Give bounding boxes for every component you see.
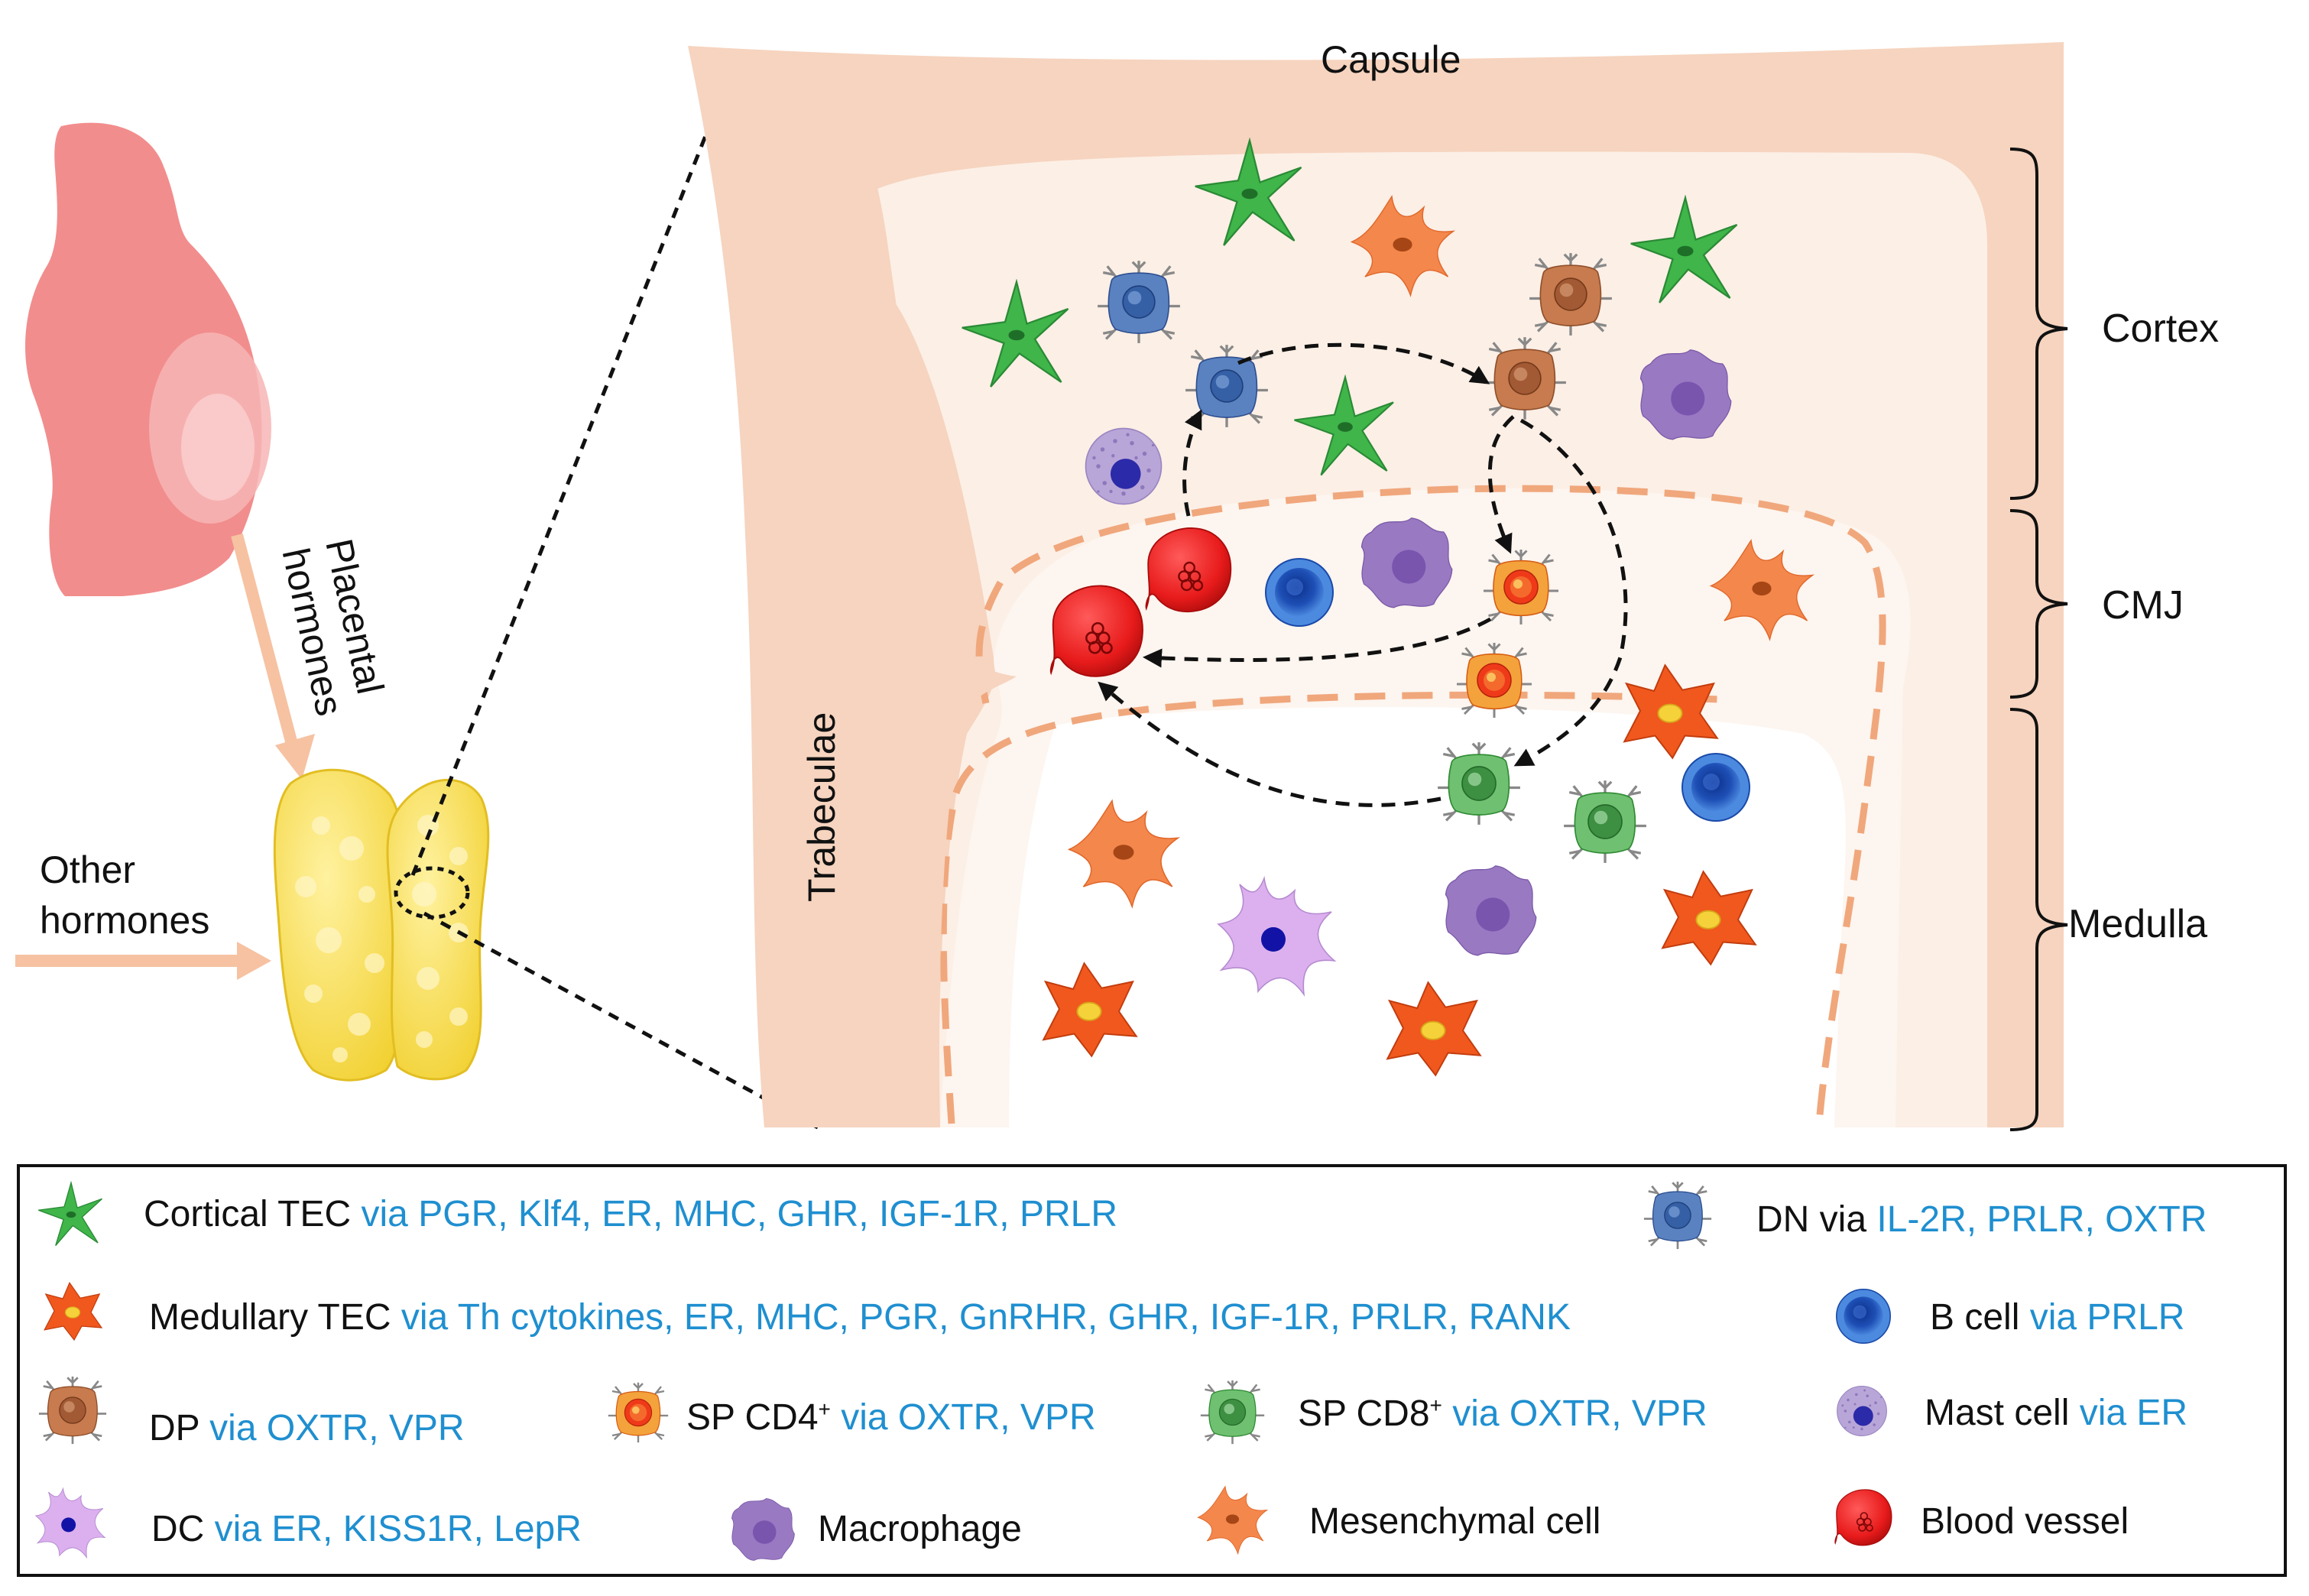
legend-receptors: via Th cytokines, ER, MHC, PGR, GnRHR, G…: [401, 1297, 1571, 1338]
legend-name: Blood vessel: [1921, 1501, 2129, 1542]
legend-name: DN via: [1756, 1199, 1877, 1240]
mast-cell: [1085, 427, 1163, 505]
legend-receptors: via PGR, Klf4, ER, MHC, GHR, IGF-1R, PRL…: [361, 1194, 1117, 1234]
legend-receptors: via ER, KISS1R, LepR: [214, 1509, 582, 1549]
legend-receptors: via ER: [2079, 1393, 2188, 1433]
legend-medullary-tec: Medullary TEC via Th cytokines, ER, MHC,…: [149, 1299, 1571, 1336]
dn-cell-icon: [1643, 1181, 1712, 1250]
legend-name: SP CD4: [686, 1397, 819, 1438]
macrophage-cell: [1445, 865, 1537, 956]
legend-name: Medullary TEC: [149, 1297, 401, 1338]
legend-receptors: via OXTR, VPR: [1442, 1393, 1707, 1434]
migration-arrows: [1098, 342, 1628, 807]
legend-dc: DC via ER, KISS1R, LepR: [151, 1511, 582, 1548]
macrophage-cell: [1360, 517, 1453, 608]
legend-receptors: via PRLR: [2029, 1297, 2185, 1338]
cortex-label: Cortex: [2102, 307, 2220, 351]
region-brackets: [2009, 148, 2068, 1131]
legend-name: SP CD8: [1298, 1393, 1430, 1434]
legend-b-cell: B cell via PRLR: [1930, 1299, 2184, 1336]
legend-dp: DP via OXTR, VPR: [149, 1410, 465, 1447]
sp-cd8-icon: [1200, 1380, 1265, 1445]
legend-name: B cell: [1930, 1297, 2030, 1338]
trabeculae-label: Trabeculae: [800, 712, 843, 902]
legend-name: Macrophage: [818, 1509, 1022, 1549]
legend-sp-cd4: SP CD4+ via OXTR, VPR: [686, 1399, 1096, 1436]
zoom-line-bottom: [423, 911, 819, 1130]
thymus-gland-icon: [273, 768, 490, 1082]
legend-macrophage: Macrophage: [818, 1511, 1022, 1548]
legend-sup: +: [1429, 1393, 1442, 1417]
legend-dn: DN via IL-2R, PRLR, OXTR: [1756, 1202, 2207, 1238]
placental-hormones-arrow: [231, 533, 315, 780]
medullary-tec-icon: [44, 1282, 102, 1341]
b-cell: [1265, 558, 1334, 627]
legend-name: Cortical TEC: [144, 1194, 362, 1234]
legend-name: DC: [151, 1509, 215, 1549]
legend-sup: +: [818, 1397, 831, 1421]
other-label-line1: Other: [40, 848, 136, 891]
mast-cell-icon: [1837, 1386, 1887, 1436]
dp-cell-icon: [38, 1376, 107, 1445]
legend-sp-cd8: SP CD8+ via OXTR, VPR: [1298, 1395, 1707, 1432]
legend-receptors: via OXTR, VPR: [830, 1397, 1096, 1438]
legend-cortical-tec: Cortical TEC via PGR, Klf4, ER, MHC, GHR…: [144, 1196, 1117, 1233]
legend-blood-vessel: Blood vessel: [1921, 1504, 2129, 1540]
pregnant-mother-icon: [25, 122, 271, 596]
other-hormones-arrow: [15, 942, 271, 980]
sp-cd4-icon: [608, 1382, 669, 1443]
blood-vessel: [1145, 527, 1232, 613]
medulla-label: Medulla: [2068, 902, 2208, 946]
legend-mesenchymal: Mesenchymal cell: [1309, 1504, 1600, 1540]
legend-mast-cell: Mast cell via ER: [1925, 1395, 2187, 1432]
b-cell: [1681, 753, 1750, 822]
b-cell-icon: [1836, 1289, 1891, 1344]
zoom-line-top: [410, 102, 721, 876]
other-hormones-label: Other hormones: [40, 845, 209, 946]
mesenchymal-cell-icon: [1197, 1486, 1268, 1555]
macrophage-icon: [731, 1497, 795, 1561]
legend: [17, 1164, 2287, 1577]
cmj-label: CMJ: [2102, 583, 2184, 628]
capsule-label: Capsule: [1321, 38, 1461, 81]
legend-name: DP: [149, 1408, 210, 1448]
other-label-line2: hormones: [40, 899, 210, 942]
dc-icon: [35, 1487, 105, 1559]
cortical-tec-icon: [37, 1182, 103, 1247]
legend-receptors: via OXTR, VPR: [209, 1408, 465, 1448]
macrophage-cell: [1639, 349, 1732, 440]
blood-vessel-icon: [1834, 1489, 1892, 1546]
legend-name: Mast cell: [1925, 1393, 2080, 1433]
blood-vessel: [1049, 585, 1144, 678]
legend-receptors: IL-2R, PRLR, OXTR: [1876, 1199, 2207, 1240]
legend-name: Mesenchymal cell: [1309, 1501, 1601, 1542]
